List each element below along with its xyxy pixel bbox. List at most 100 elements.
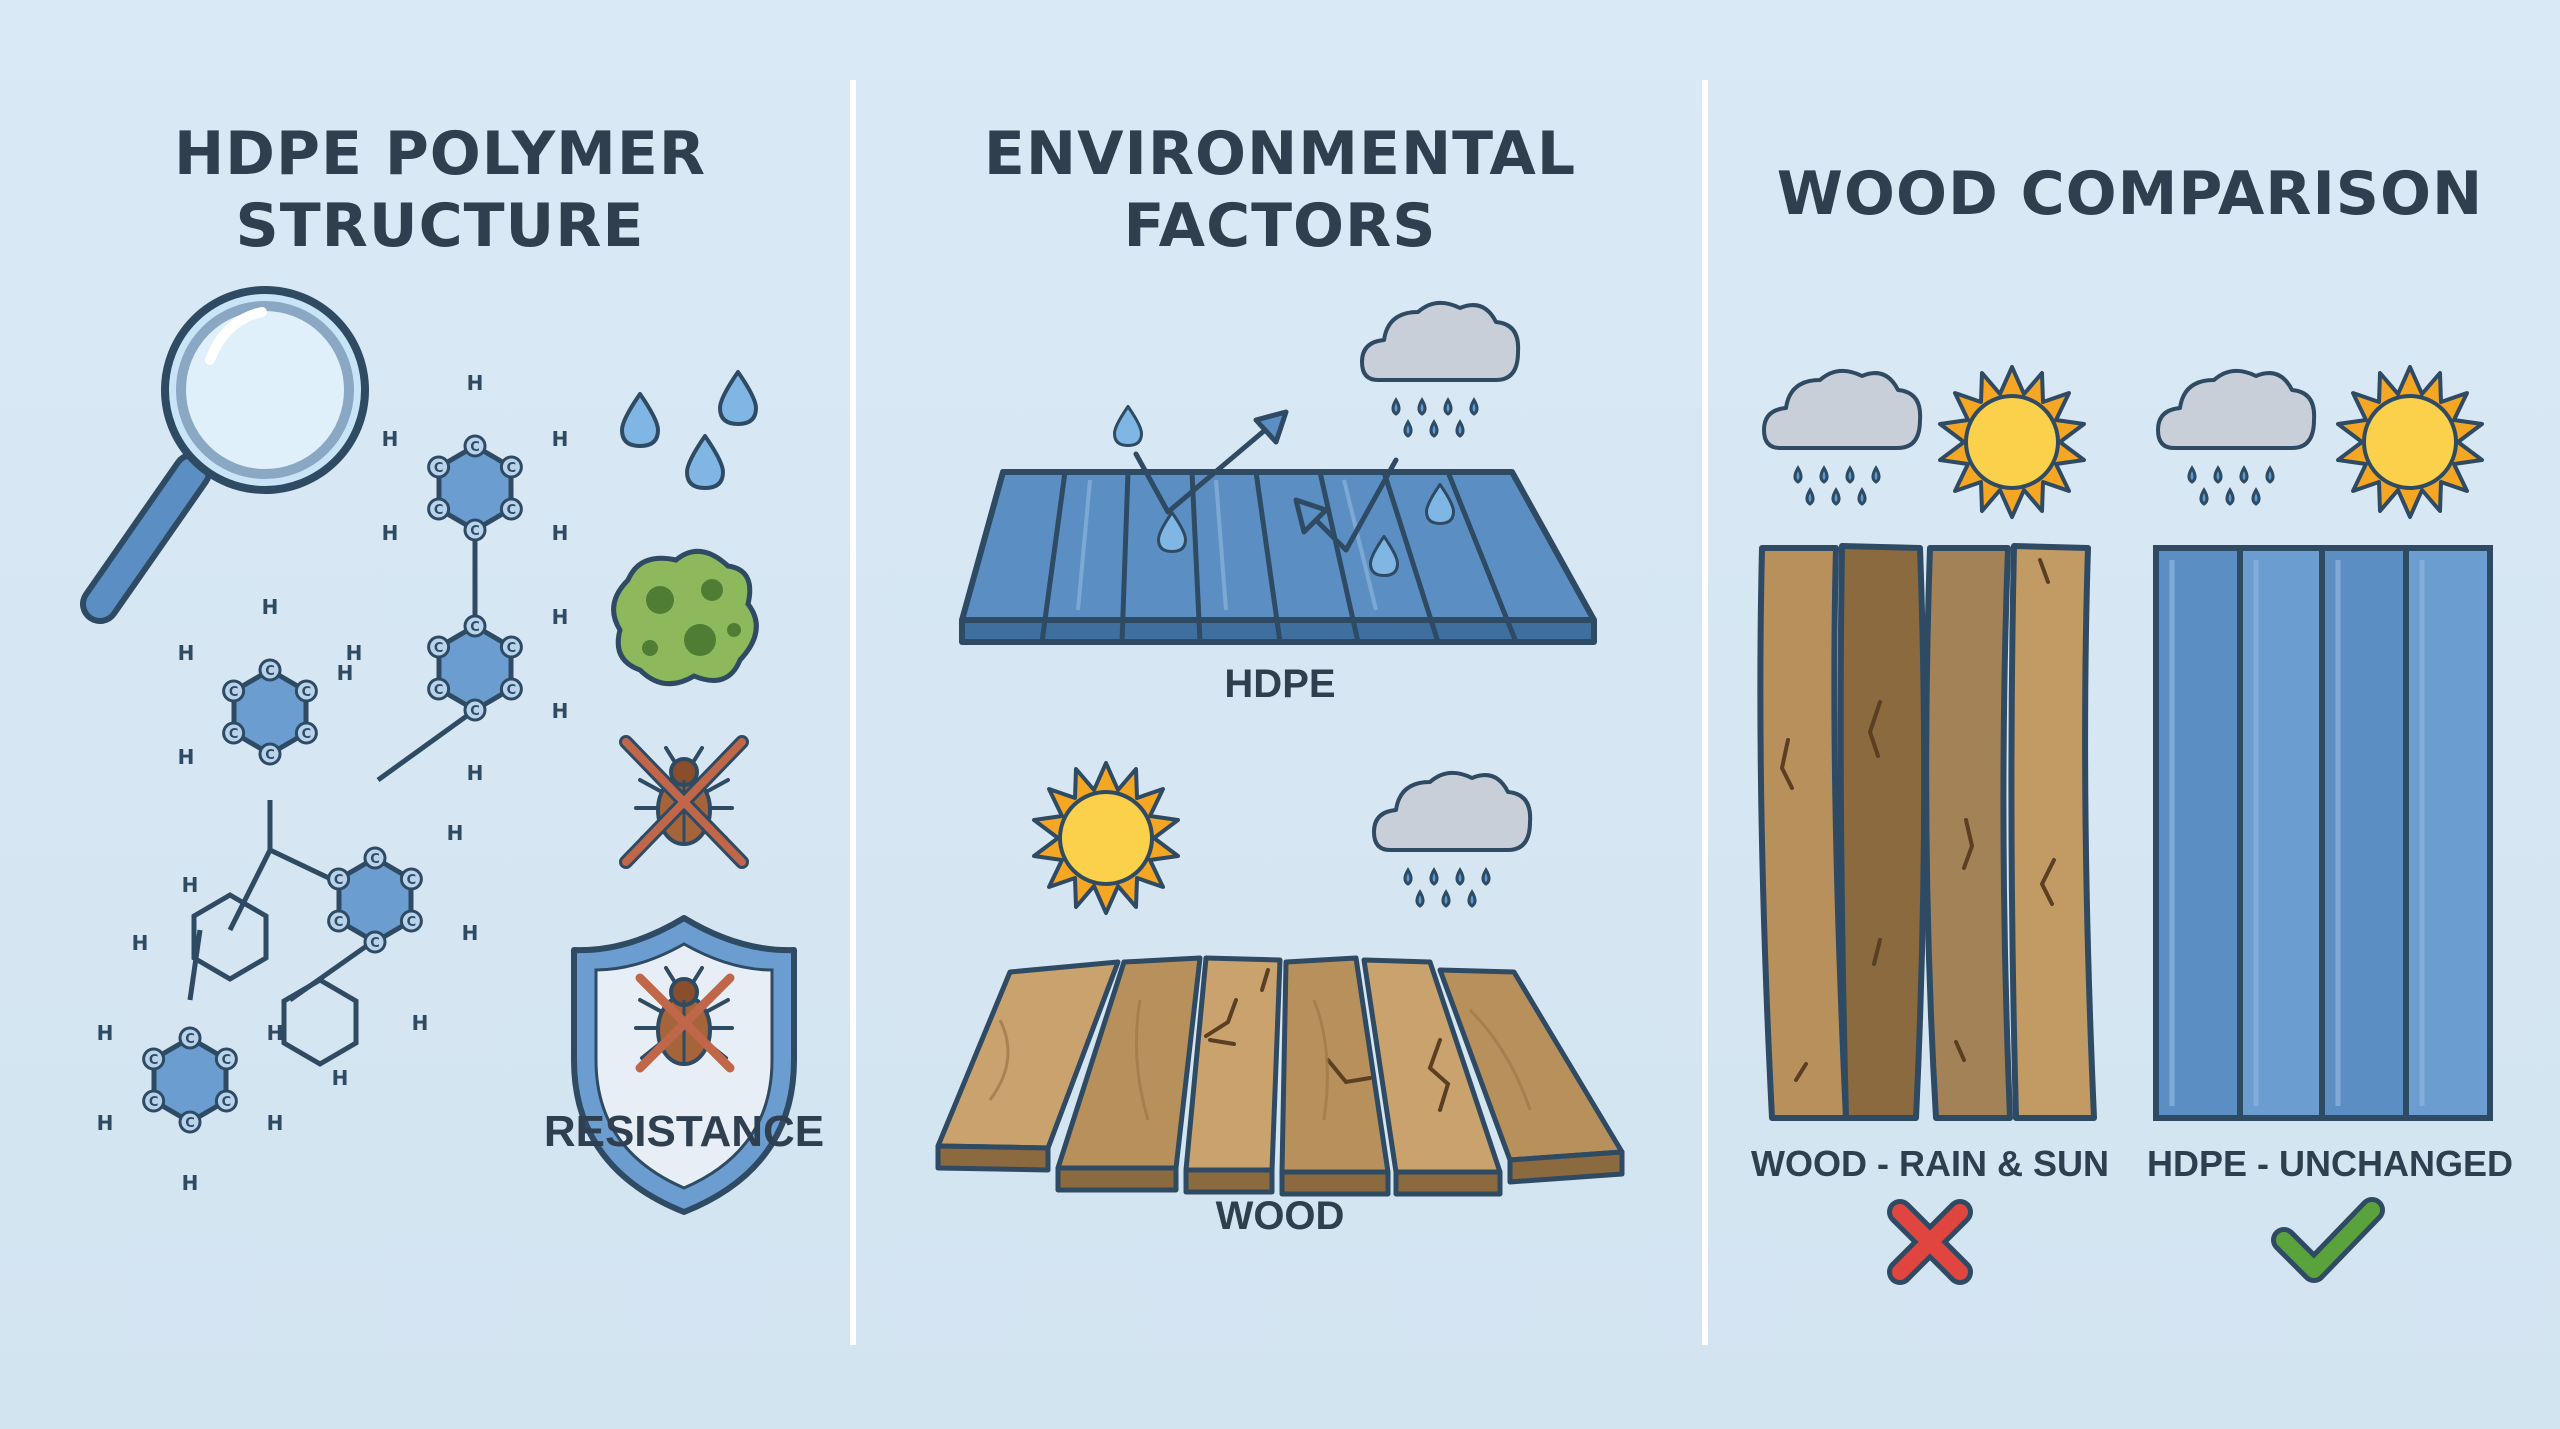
hydrogen-atom-label: H <box>552 427 569 451</box>
hydrogen-atom-label: H <box>332 1066 349 1090</box>
bug-crossed-icon <box>619 735 749 869</box>
carbon-atom <box>142 1089 166 1113</box>
carbon-atom <box>499 497 523 521</box>
carbon-atom <box>178 1026 202 1050</box>
carbon-atom-label: C <box>302 685 312 700</box>
shield-icon <box>571 915 797 1215</box>
carbon-atom-label: C <box>149 1095 159 1110</box>
hydrogen-atom-label: H <box>267 1021 284 1045</box>
carbon-atom <box>399 909 423 933</box>
carbon-atom-label: C <box>370 936 380 951</box>
hydrogen-atom-label: H <box>382 521 399 545</box>
hydrogen-atom-label: H <box>132 931 149 955</box>
carbon-atom-label: C <box>265 748 275 763</box>
carbon-atom <box>363 846 387 870</box>
rain-cloud-icon <box>1360 300 1521 438</box>
carbon-atom-label: C <box>222 1053 232 1068</box>
hydrogen-atom-label: H <box>182 1171 199 1195</box>
carbon-atom <box>294 679 318 703</box>
carbon-atom <box>258 658 282 682</box>
carbon-atom-label: C <box>507 461 517 476</box>
title-line: ENVIRONMENTAL <box>983 119 1577 189</box>
carbon-atom-label: C <box>407 873 417 888</box>
carbon-atom-label: C <box>334 873 344 888</box>
carbon-atom-label: C <box>222 1095 232 1110</box>
carbon-atom <box>327 867 351 891</box>
carbon-atom <box>463 614 487 638</box>
carbon-atom <box>427 497 451 521</box>
wood-deck <box>935 761 1625 1197</box>
carbon-atom-label: C <box>434 683 444 698</box>
title-line: WOOD COMPARISON <box>1776 159 2484 229</box>
hydrogen-atom-label: H <box>97 1111 114 1135</box>
hydrogen-atom-label: H <box>462 921 479 945</box>
carbon-atom-label: C <box>507 503 517 518</box>
carbon-atom <box>427 677 451 701</box>
hdpe-unchanged-label: HDPE - UNCHANGED <box>2146 1143 2513 1184</box>
hydrogen-atom-label: H <box>552 605 569 629</box>
carbon-atom-label: C <box>470 440 480 455</box>
carbon-atom <box>463 698 487 722</box>
carbon-atom <box>142 1047 166 1071</box>
hydrogen-atom-label: H <box>467 371 484 395</box>
carbon-atom <box>363 930 387 954</box>
hydrogen-atom-label: H <box>346 641 363 665</box>
carbon-atom-label: C <box>149 1053 159 1068</box>
hydrogen-atom-label: H <box>267 1111 284 1135</box>
hydrogen-atom-label: H <box>178 745 195 769</box>
carbon-atom <box>427 455 451 479</box>
title-line: FACTORS <box>1123 191 1437 261</box>
magnifier-icon <box>80 286 369 624</box>
carbon-atom-label: C <box>434 461 444 476</box>
carbon-atom-label: C <box>434 503 444 518</box>
hdpe-boards <box>2153 545 2493 1121</box>
carbon-atom <box>399 867 423 891</box>
hydrogen-atom-label: H <box>467 761 484 785</box>
carbon-atom <box>499 677 523 701</box>
panel-title-wood-comparison: WOOD COMPARISON <box>1720 158 2540 230</box>
carbon-atom <box>222 721 246 745</box>
carbon-atom <box>178 1110 202 1134</box>
carbon-atom <box>258 742 282 766</box>
carbon-atom-label: C <box>434 641 444 656</box>
hydrogen-atom-label: H <box>412 1011 429 1035</box>
carbon-atom-label: C <box>185 1032 195 1047</box>
title-line: STRUCTURE <box>235 191 645 261</box>
hydrogen-atom-label: H <box>552 521 569 545</box>
carbon-atom <box>499 635 523 659</box>
resistance-label: RESISTANCE <box>543 1107 825 1156</box>
mold-icon <box>611 548 759 687</box>
carbon-atom-label: C <box>229 727 239 742</box>
carbon-atom-label: C <box>507 641 517 656</box>
check-icon <box>2271 1197 2385 1283</box>
carbon-atom-label: C <box>470 620 480 635</box>
rebound-arrow <box>1133 409 1399 553</box>
carbon-atom-label: C <box>229 685 239 700</box>
hydrogen-atom-label: H <box>262 595 279 619</box>
hydrogen-atom-label: H <box>182 873 199 897</box>
carbon-atom-label: C <box>265 664 275 679</box>
hdpe-label: HDPE <box>1224 662 1336 706</box>
carbon-atom <box>499 455 523 479</box>
carbon-atom <box>214 1089 238 1113</box>
hydrogen-atom-label: H <box>552 699 569 723</box>
carbon-atom <box>294 721 318 745</box>
title-line: HDPE POLYMER <box>173 119 707 189</box>
carbon-atom-label: C <box>470 704 480 719</box>
hydrogen-atom-label: H <box>382 427 399 451</box>
water-drop-icon <box>620 370 758 490</box>
carbon-atom <box>327 909 351 933</box>
wood-rain-sun-label: WOOD - RAIN & SUN <box>1751 1143 2109 1184</box>
hydrogen-atom-label: H <box>178 641 195 665</box>
polymer-structure <box>154 446 511 1122</box>
carbon-atom <box>222 679 246 703</box>
carbon-atom-label: C <box>334 915 344 930</box>
carbon-atom <box>214 1047 238 1071</box>
hdpe-deck <box>959 469 1597 645</box>
wood-label: WOOD <box>1215 1194 1345 1238</box>
carbon-atom <box>427 635 451 659</box>
carbon-atom-label: C <box>185 1116 195 1131</box>
carbon-atom-label: C <box>507 683 517 698</box>
